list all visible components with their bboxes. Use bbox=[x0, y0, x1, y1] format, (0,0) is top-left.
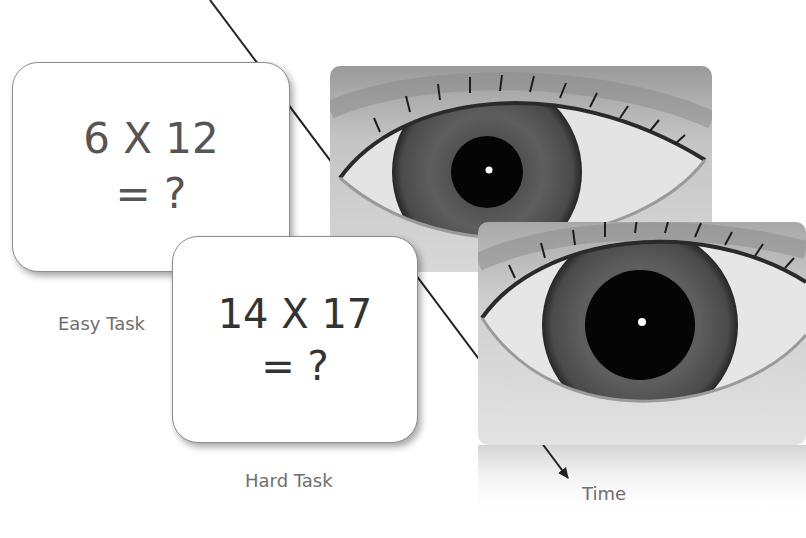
task-label: Easy Task bbox=[58, 313, 145, 334]
reflection bbox=[478, 445, 806, 515]
math-problem: 14 X 17 = ? bbox=[208, 288, 383, 392]
task-label: Hard Task bbox=[245, 470, 333, 491]
math-problem: 6 X 12 = ? bbox=[66, 112, 236, 221]
eye-photo-dilated bbox=[478, 222, 806, 445]
task-card: 14 X 17 = ? bbox=[172, 236, 418, 443]
axis-label: Time bbox=[582, 483, 626, 504]
